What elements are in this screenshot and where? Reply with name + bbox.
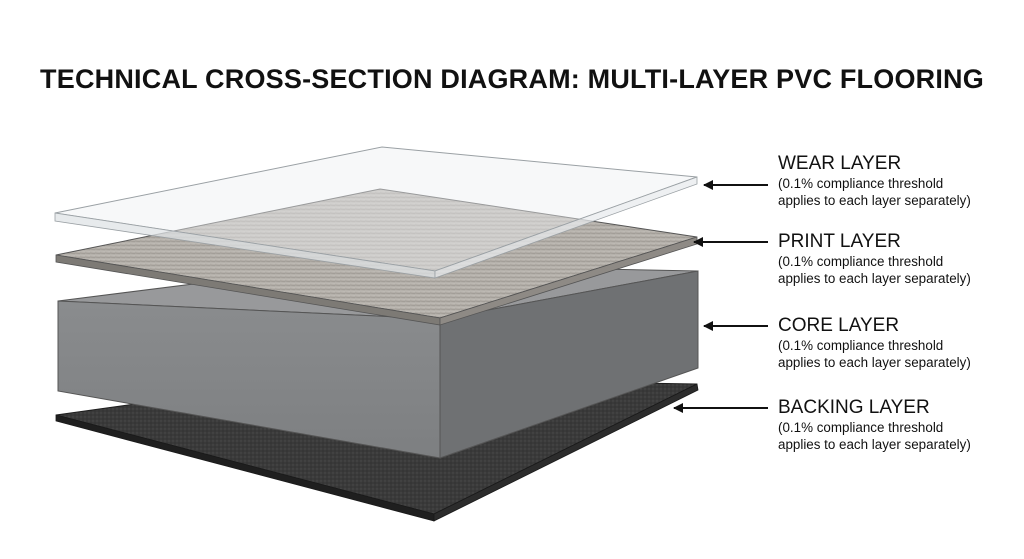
backing-layer-label: BACKING LAYER (0.1% compliance threshold…	[778, 397, 1018, 453]
print-layer-note-line2: applies to each layer separately)	[778, 271, 971, 286]
backing-layer-note-line1: (0.1% compliance threshold	[778, 420, 944, 435]
core-layer-title: CORE LAYER	[778, 315, 900, 336]
wear-layer-shape	[54, 146, 698, 279]
wear-layer-note-line2: applies to each layer separately)	[778, 193, 971, 208]
core-layer-note-line1: (0.1% compliance threshold	[778, 338, 944, 353]
wear-layer-title: WEAR LAYER	[778, 153, 902, 174]
diagram-title: TECHNICAL CROSS-SECTION DIAGRAM: MULTI-L…	[40, 64, 984, 94]
core-layer-label: CORE LAYER (0.1% compliance threshold ap…	[778, 315, 1018, 371]
wear-layer-label: WEAR LAYER (0.1% compliance threshold ap…	[778, 153, 1018, 209]
wear-layer-note-line1: (0.1% compliance threshold	[778, 176, 944, 191]
print-layer-label: PRINT LAYER (0.1% compliance threshold a…	[778, 231, 1018, 287]
backing-layer-title: BACKING LAYER	[778, 397, 930, 418]
core-layer-note-line2: applies to each layer separately)	[778, 355, 971, 370]
print-layer-note-line1: (0.1% compliance threshold	[778, 254, 944, 269]
backing-layer-note-line2: applies to each layer separately)	[778, 437, 971, 452]
print-layer-shape	[55, 188, 698, 326]
print-layer-title: PRINT LAYER	[778, 231, 901, 252]
